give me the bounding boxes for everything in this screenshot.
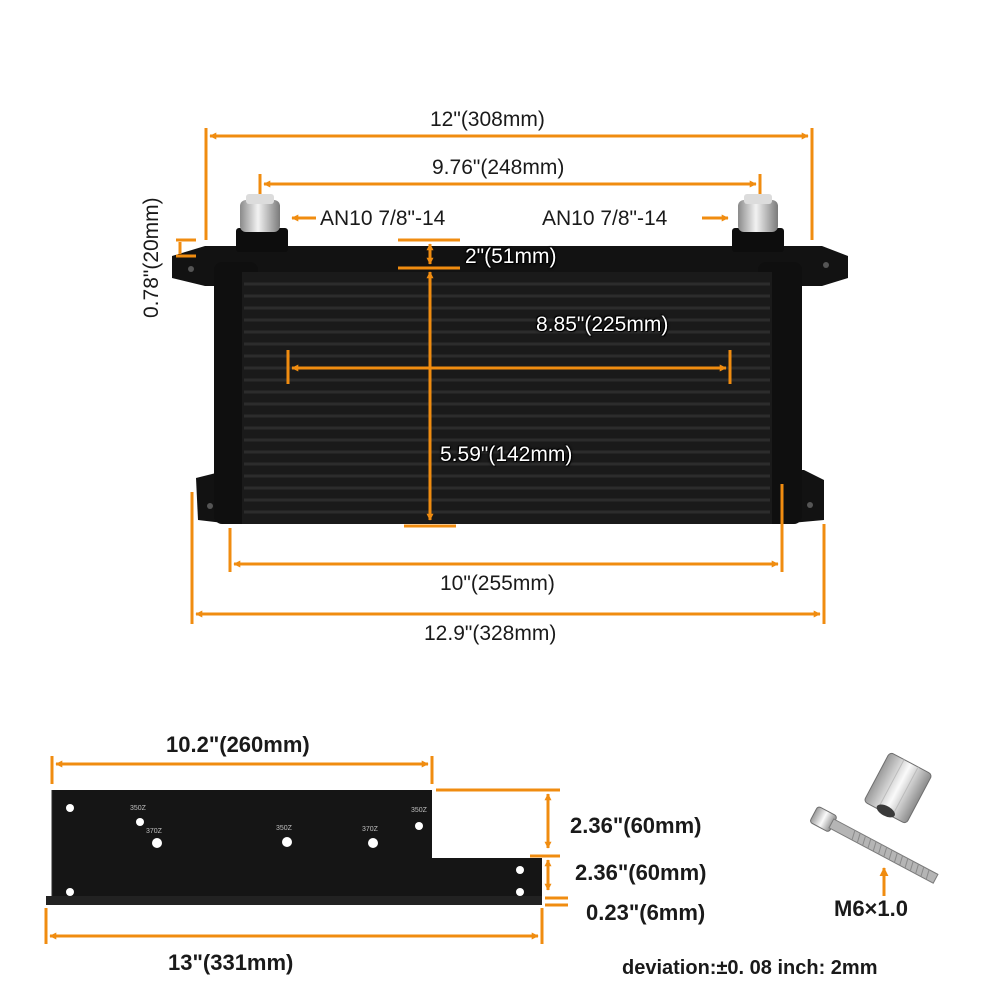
hole-mark-label: 350Z <box>130 805 147 812</box>
bracket-thickness-label: 0.23"(6mm) <box>586 900 706 925</box>
core-width-label: 8.85"(225mm) <box>536 313 669 336</box>
oil-cooler-body <box>172 194 848 524</box>
mounting-bracket <box>46 790 542 905</box>
bracket-upper-height-label: 2.36"(60mm) <box>570 813 702 838</box>
an-fitting-left <box>236 194 288 252</box>
left-port-thread-label: AN10 7/8"-14 <box>320 207 446 230</box>
hardware-bolt-and-spacer <box>810 752 939 896</box>
mount-thickness-label: 0.78"(20mm) <box>140 197 163 318</box>
port-spacing-label: 9.76"(248mm) <box>432 156 565 179</box>
overall-width-label: 12"(308mm) <box>430 108 545 131</box>
bracket-lower-height-label: 2.36"(60mm) <box>575 860 707 885</box>
mount-spacing-label: 10"(255mm) <box>440 572 555 595</box>
core-height-label: 5.59"(142mm) <box>440 443 573 466</box>
cooler-dimension-lines <box>176 128 826 624</box>
right-port-thread-label: AN10 7/8"-14 <box>542 207 668 230</box>
hole-mark-label: 370Z <box>146 828 163 835</box>
an-fitting-right <box>732 194 784 252</box>
deviation-note: deviation:±0. 08 inch: 2mm <box>622 957 878 979</box>
bracket-dimension-lines <box>44 756 568 944</box>
bracket-top-length-label: 10.2"(260mm) <box>166 732 310 757</box>
bracket-hole-labels: 350Z 370Z 350Z 370Z 350Z <box>130 805 428 835</box>
total-width-label: 12.9"(328mm) <box>424 622 557 645</box>
hole-mark-label: 350Z <box>276 825 293 832</box>
hole-mark-label: 370Z <box>362 826 379 833</box>
hole-mark-label: 350Z <box>411 807 428 814</box>
bolt-size-label: M6×1.0 <box>834 896 908 921</box>
top-gap-label: 2"(51mm) <box>465 245 557 268</box>
bracket-bottom-length-label: 13"(331mm) <box>168 950 294 975</box>
